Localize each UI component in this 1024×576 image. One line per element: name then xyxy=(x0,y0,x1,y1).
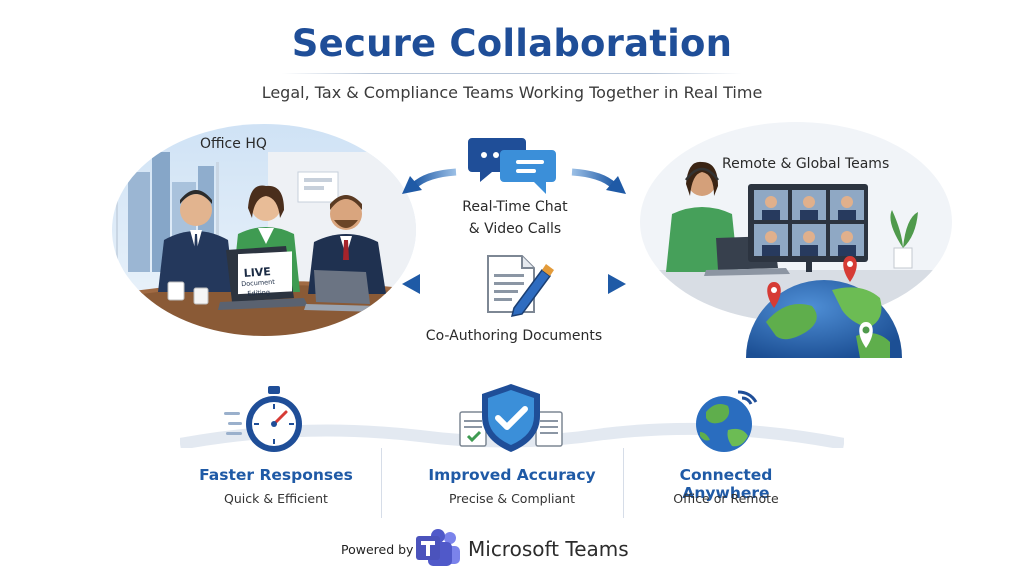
stopwatch-icon xyxy=(224,386,302,452)
document-pencil-icon xyxy=(487,255,554,317)
feature-title-accuracy: Improved Accuracy xyxy=(428,466,596,484)
document-editing-text: Document Editing xyxy=(240,277,276,298)
remote-teams-label: Remote & Global Teams xyxy=(722,156,890,172)
page-subtitle: Legal, Tax & Compliance Teams Working To… xyxy=(261,83,763,102)
microsoft-teams-logo-icon xyxy=(416,529,460,566)
page-title: Secure Collaboration xyxy=(291,22,733,65)
title-divider xyxy=(282,73,742,74)
microsoft-teams-brand: Microsoft Teams xyxy=(468,537,629,561)
feature-divider-2 xyxy=(623,448,624,518)
powered-by-text: Powered by xyxy=(341,542,414,557)
chat-label-line2: & Video Calls xyxy=(468,221,562,237)
feature-sub-connected: Office or Remote xyxy=(673,491,779,506)
shield-check-icon xyxy=(459,384,563,452)
feature-title-faster: Faster Responses xyxy=(199,466,353,484)
globe-wifi-icon xyxy=(696,390,758,452)
feature-sub-faster: Quick & Efficient xyxy=(224,491,328,506)
feature-sub-accuracy: Precise & Compliant xyxy=(448,491,576,506)
office-hq-label: Office HQ xyxy=(200,136,267,152)
live-editing-badge: LIVE Document Editing xyxy=(231,265,285,300)
co-authoring-label: Co-Authoring Documents xyxy=(425,328,603,344)
office-hq-illustration xyxy=(112,124,416,336)
chat-video-label: Real-Time Chat & Video Calls xyxy=(430,196,600,240)
flow-arrows xyxy=(402,168,626,294)
chat-bubbles-icon xyxy=(468,138,556,194)
feature-divider-1 xyxy=(381,448,382,518)
feature-title-connected: Connected Anywhere xyxy=(679,466,773,502)
chat-label-line1: Real-Time Chat xyxy=(462,199,568,215)
remote-teams-illustration xyxy=(640,122,952,358)
